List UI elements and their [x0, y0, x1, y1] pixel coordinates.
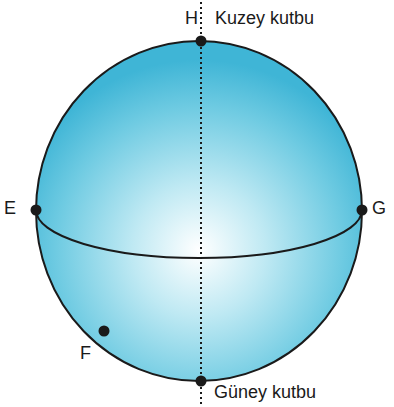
point-label: H: [185, 8, 198, 28]
pole-label: Kuzey kutbu: [215, 8, 314, 28]
point-dot: [196, 36, 207, 47]
point-dot: [31, 205, 42, 216]
equator-line: [36, 210, 362, 258]
point-dot: [357, 205, 368, 216]
point-label: G: [372, 198, 386, 218]
point-dot: [99, 326, 110, 337]
pole-label: Güney kutbu: [214, 382, 316, 402]
sphere-outline: [36, 41, 362, 381]
point-label: E: [4, 198, 16, 218]
point-dot: [196, 376, 207, 387]
point-label: F: [80, 343, 91, 363]
rotation-axis: [200, 2, 202, 405]
